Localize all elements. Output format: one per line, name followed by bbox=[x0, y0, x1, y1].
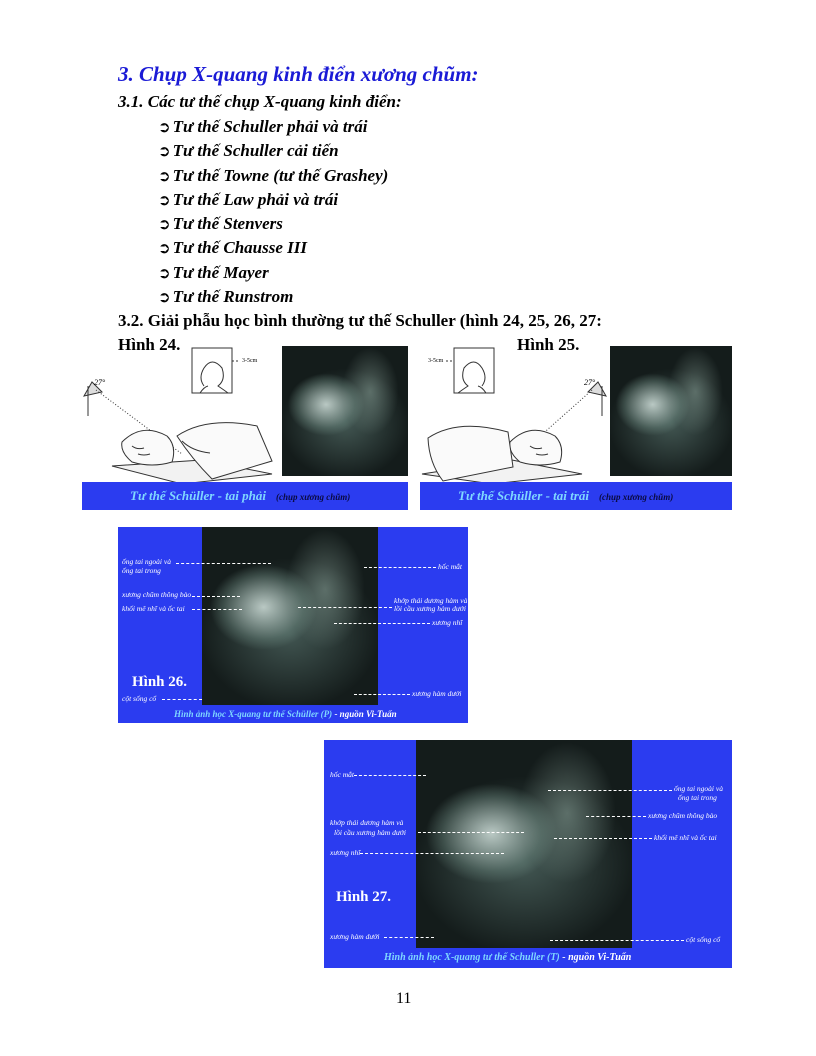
anatomy-label: cột sống cổ bbox=[686, 935, 721, 944]
anatomy-label: ống tai trong bbox=[122, 566, 161, 575]
list-item: ➲Tư thế Towne (tư thế Grashey) bbox=[158, 165, 389, 185]
anatomy-label: xương nhĩ bbox=[330, 848, 361, 857]
list-item: ➲Tư thế Schuller cải tiến bbox=[158, 141, 339, 161]
anatomy-label: ống tai ngoài và bbox=[122, 557, 171, 566]
right-arrow-icon: ➲ bbox=[158, 215, 171, 234]
page-number: 11 bbox=[396, 990, 412, 1007]
right-arrow-icon: ➲ bbox=[158, 118, 171, 136]
figure-caption: Tư thế Schüller - tai phải(chụp xương ch… bbox=[130, 488, 351, 503]
figure-26-label: Hình 26. bbox=[132, 674, 188, 690]
anatomy-label: ống tai trong bbox=[678, 793, 717, 802]
leader-line bbox=[364, 567, 436, 568]
positions-list: ➲Tư thế Schuller phải và trái ➲Tư thế Sc… bbox=[158, 115, 388, 309]
leader-line bbox=[298, 607, 392, 608]
leader-line bbox=[360, 853, 504, 854]
list-item: ➲Tư thế Mayer bbox=[158, 262, 269, 282]
right-arrow-icon: ➲ bbox=[158, 288, 171, 307]
leader-line bbox=[162, 699, 202, 700]
subheading-anatomy: 3.2. Giải phẫu học bình thường tư thế Sc… bbox=[118, 311, 602, 330]
patient-illustration-right bbox=[83, 347, 273, 485]
xray-image bbox=[610, 346, 732, 476]
scale-label: 3-5cm bbox=[428, 358, 444, 364]
anatomy-label: xương chũm thông bào bbox=[648, 811, 718, 820]
xray-panel bbox=[282, 346, 408, 476]
figure-25: 3-5cm 27° Tư thế Schüller - tai trái(chụ… bbox=[420, 346, 732, 510]
anatomy-label: hốc mắt bbox=[438, 562, 462, 571]
xray-image bbox=[416, 740, 632, 948]
xray-image bbox=[202, 527, 378, 705]
list-item: ➲Tư thế Schuller phải và trái bbox=[158, 117, 368, 136]
anatomy-label: lồi cầu xương hàm dưới bbox=[334, 828, 407, 837]
scale-label: 3-5cm bbox=[242, 358, 258, 364]
figure-25-label: Hình 25. bbox=[517, 335, 580, 354]
xray-panel bbox=[610, 346, 732, 476]
figure-caption: Tư thế Schüller - tai trái(chụp xương ch… bbox=[458, 488, 674, 503]
figure-24-label: Hình 24. bbox=[118, 335, 181, 354]
anatomy-label: xương hàm dưới bbox=[412, 689, 462, 698]
patient-illustration-left bbox=[421, 347, 607, 485]
angle-label: 27° bbox=[94, 378, 106, 387]
leader-line bbox=[354, 775, 426, 776]
list-item: ➲Tư thế Law phải và trái bbox=[158, 189, 339, 209]
anatomy-label: lồi cầu xương hàm dưới bbox=[394, 604, 467, 613]
leader-line bbox=[354, 694, 410, 695]
caption-bar: Tư thế Schüller - tai trái(chụp xương ch… bbox=[420, 482, 732, 510]
xray-image bbox=[282, 346, 408, 476]
list-item: ➲Tư thế Chausse III bbox=[158, 238, 307, 258]
right-arrow-icon: ➲ bbox=[158, 263, 171, 282]
list-item: ➲Tư thế Stenvers bbox=[158, 214, 283, 234]
right-arrow-icon: ➲ bbox=[158, 142, 171, 161]
anatomy-label: khớp thái dương hàm và bbox=[330, 818, 404, 827]
figure-caption: Hình ảnh học X-quang tư thế Schuller (T)… bbox=[384, 952, 632, 963]
anatomy-label: xương nhĩ bbox=[432, 618, 463, 627]
section-heading: 3. Chụp X-quang kinh điển xương chũm: bbox=[118, 62, 479, 86]
figure-27: hốc mắt khớp thái dương hàm và lồi cầu x… bbox=[324, 740, 732, 968]
angle-label: 27° bbox=[584, 378, 596, 387]
figure-27-label: Hình 27. bbox=[336, 889, 392, 905]
leader-line bbox=[192, 596, 240, 597]
leader-line bbox=[384, 937, 434, 938]
anatomy-label: khối mê nhĩ và ốc tai bbox=[654, 833, 717, 842]
anatomy-label: khối mê nhĩ và ốc tai bbox=[122, 604, 185, 613]
leader-line bbox=[550, 940, 684, 941]
right-arrow-icon: ➲ bbox=[158, 190, 171, 209]
leader-line bbox=[192, 609, 242, 610]
right-arrow-icon: ➲ bbox=[158, 166, 171, 185]
anatomy-label: hốc mắt bbox=[330, 770, 354, 779]
anatomy-label: khớp thái dương hàm và bbox=[394, 596, 468, 605]
leader-line bbox=[548, 790, 672, 791]
leader-line bbox=[334, 623, 430, 624]
leader-line bbox=[176, 563, 271, 564]
list-item: ➲Tư thế Runstrom bbox=[158, 287, 294, 307]
anatomy-label: xương hàm dưới bbox=[330, 932, 380, 941]
right-arrow-icon: ➲ bbox=[158, 239, 171, 258]
figure-26: ống tai ngoài và ống tai trong xương chũ… bbox=[118, 527, 468, 723]
leader-line bbox=[554, 838, 652, 839]
leader-line bbox=[418, 832, 524, 833]
caption-bar: Tư thế Schüller - tai phải(chụp xương ch… bbox=[82, 482, 408, 510]
anatomy-label: ống tai ngoài và bbox=[674, 784, 723, 793]
figure-24: 3-5cm 27° Tư thế Schüller - tai phải(chụ… bbox=[82, 346, 408, 510]
leader-line bbox=[586, 816, 646, 817]
anatomy-label: xương chũm thông bào bbox=[122, 590, 192, 599]
anatomy-label: cột sống cổ bbox=[122, 694, 157, 703]
subheading-positions: 3.1. Các tư thế chụp X-quang kinh điển: bbox=[118, 92, 402, 111]
figure-caption: Hình ảnh học X-quang tư thế Schüller (P)… bbox=[174, 709, 397, 719]
